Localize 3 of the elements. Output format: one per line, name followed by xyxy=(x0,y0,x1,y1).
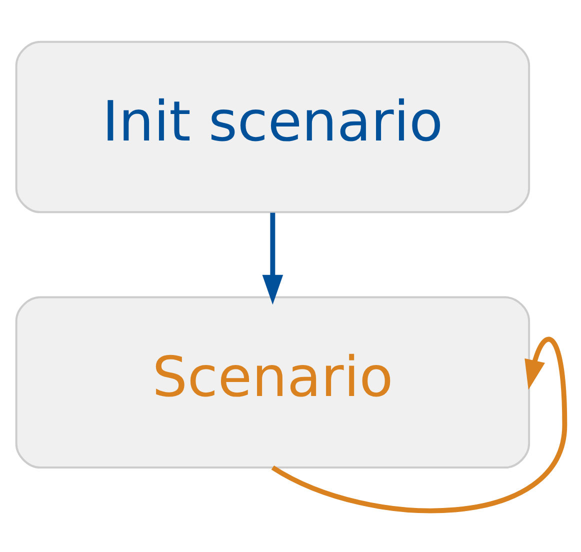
arrow xyxy=(262,212,284,304)
node-box: Init scenario xyxy=(15,40,530,213)
node-box: Scenario xyxy=(15,296,530,468)
